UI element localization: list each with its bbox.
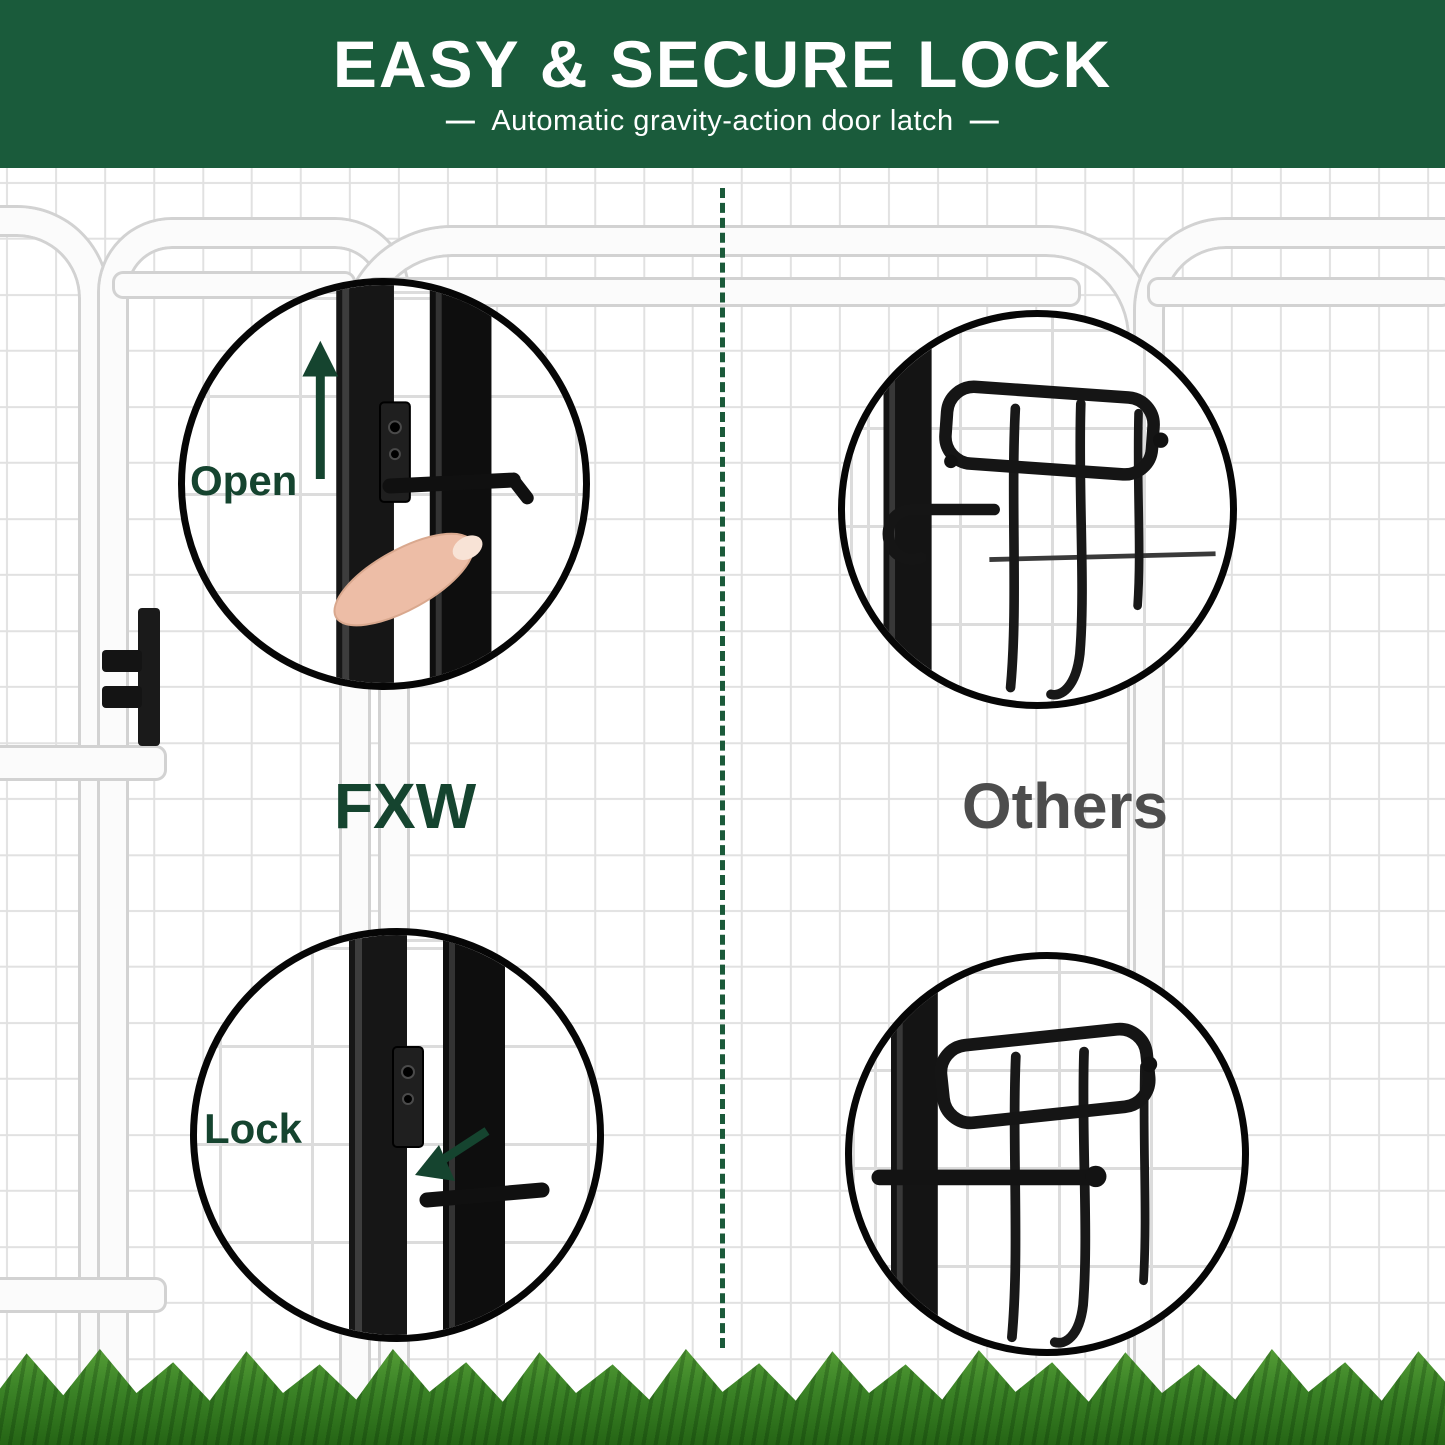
mesh-wire: [989, 551, 1216, 562]
callout-circle-fxw-open: [178, 278, 590, 690]
gate-post: [891, 959, 938, 1349]
subtitle: — Automatic gravity-action door latch —: [430, 105, 1015, 138]
fence-rail: [115, 274, 353, 296]
fence-rail: [0, 1280, 164, 1310]
header-banner: EASY & SECURE LOCK — Automatic gravity-a…: [0, 0, 1445, 168]
brand-label-fxw: FXW: [333, 770, 477, 842]
fence-rail: [0, 748, 164, 778]
gravity-latch-plate: [392, 1046, 424, 1148]
fxw-locked-latch-illustration: [349, 935, 550, 1335]
dash-right: —: [969, 104, 1000, 137]
others-wire-latch-illustration: [882, 317, 1216, 702]
callout-circle-fxw-lock: [190, 928, 604, 1342]
subtitle-text: Automatic gravity-action door latch: [491, 104, 954, 137]
hanging-wires: [1007, 1046, 1150, 1348]
gravity-latch-plate: [379, 401, 411, 503]
callout-circle-others-lock: [845, 952, 1249, 1356]
pointing-finger: [333, 532, 483, 627]
brand-label-others: Others: [961, 770, 1169, 842]
hanging-wires: [1005, 398, 1144, 700]
up-arrow-icon: [302, 340, 339, 480]
lock-label: Lock: [204, 1105, 303, 1152]
fence-background: Open Lock FXW Others: [0, 168, 1445, 1445]
wire-hook: [882, 503, 1000, 566]
wire-latch-loop: [939, 380, 1169, 481]
latch-tab: [102, 650, 142, 672]
callout-circle-others-open: [838, 310, 1237, 709]
fxw-open-latch-illustration: [302, 285, 534, 683]
center-dashed-divider: [720, 188, 725, 1348]
latch-rod: [871, 1165, 1107, 1188]
latch-tab: [102, 686, 142, 708]
page-title: EASY & SECURE LOCK: [332, 26, 1113, 101]
latch-pin-locked: [419, 1182, 550, 1208]
dash-left: —: [445, 104, 476, 137]
gate-latch-hardware: [100, 608, 164, 748]
wire-latch-loop: [934, 1022, 1158, 1130]
fence-panel-frame: [0, 208, 107, 1445]
lock-arrow-icon: [415, 1127, 490, 1181]
latch-bar: [138, 608, 160, 746]
fence-rail: [1150, 280, 1445, 304]
others-wire-latch-locked-illustration: [871, 959, 1158, 1349]
latch-pin: [382, 472, 534, 505]
open-label: Open: [190, 457, 298, 504]
